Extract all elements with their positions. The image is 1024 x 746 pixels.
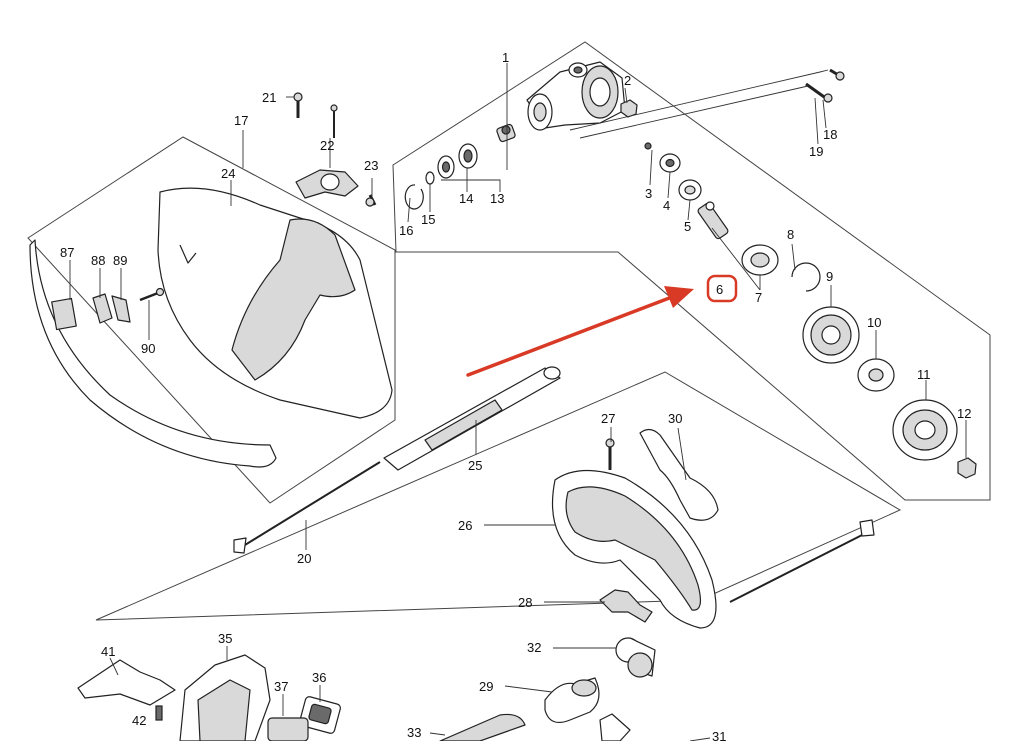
label-part-29: 29 — [479, 679, 493, 694]
label-part-22: 22 — [320, 138, 334, 153]
trigger-part-41 — [77, 659, 176, 706]
highlight-arrow-head — [664, 286, 694, 308]
label-part-23: 23 — [364, 158, 378, 173]
tube-part-29 — [544, 677, 600, 723]
tube-clip-part-32 — [615, 637, 656, 678]
trigger-housing-part-35 — [179, 654, 271, 742]
label-part-25: 25 — [468, 458, 482, 473]
circlip-part-16 — [404, 184, 424, 210]
spindle-part-6 — [697, 201, 729, 240]
collar-part-13 — [496, 123, 516, 143]
washers-part-3-4-5 — [644, 142, 702, 201]
blade-parts-88-89 — [92, 293, 131, 324]
label-part-35: 35 — [218, 631, 232, 646]
highlight-box-part-6 — [706, 274, 738, 303]
label-part-6: 6 — [716, 282, 723, 297]
label-part-18: 18 — [823, 127, 837, 142]
ring-part-15 — [425, 171, 435, 185]
label-part-14: 14 — [459, 191, 473, 206]
label-part-30: 30 — [668, 411, 682, 426]
highlight-arrow-shaft — [466, 295, 674, 377]
part-number-labels: 1 2 3 4 5 6 7 8 9 10 11 12 13 14 15 16 1… — [60, 50, 971, 744]
label-part-5: 5 — [684, 219, 691, 234]
bracket-part-31 — [599, 713, 631, 742]
label-part-20: 20 — [297, 551, 311, 566]
label-part-28: 28 — [518, 595, 532, 610]
label-part-41: 41 — [101, 644, 115, 659]
label-part-11: 11 — [917, 367, 931, 382]
label-part-31: 31 — [712, 729, 726, 741]
label-part-87: 87 — [60, 245, 74, 260]
label-part-36: 36 — [312, 670, 326, 685]
button-part-36 — [299, 696, 341, 734]
handle-bracket-part-30 — [639, 428, 719, 521]
clamp-part-22 — [295, 169, 359, 199]
cover-part-37 — [267, 717, 309, 742]
loop-handle-part-26 — [551, 469, 717, 629]
label-part-12: 12 — [957, 406, 971, 421]
drive-tube-part-25 — [383, 366, 561, 471]
label-part-10: 10 — [867, 315, 881, 330]
bolt-part-27 — [605, 438, 615, 470]
clamp-part-28 — [599, 589, 653, 623]
label-part-16: 16 — [399, 223, 413, 238]
label-part-15: 15 — [421, 212, 435, 227]
label-part-89: 89 — [113, 253, 127, 268]
nut-part-2 — [620, 99, 638, 118]
label-part-21: 21 — [262, 90, 276, 105]
label-part-3: 3 — [645, 186, 652, 201]
label-part-88: 88 — [91, 253, 105, 268]
label-part-19: 19 — [809, 144, 823, 159]
washer-part-10 — [857, 358, 895, 392]
head-assembly-outline — [392, 41, 991, 501]
line-cutter-blade-part-87 — [29, 239, 277, 468]
label-part-2: 2 — [624, 73, 631, 88]
label-part-33: 33 — [407, 725, 421, 740]
drive-disc-part-9 — [802, 306, 860, 364]
shaft-assembly-outline — [95, 371, 902, 621]
label-part-8: 8 — [787, 227, 794, 242]
grip-part-33 — [439, 713, 526, 742]
label-part-37: 37 — [274, 679, 288, 694]
label-part-27: 27 — [601, 411, 615, 426]
circlip-part-8 — [791, 262, 821, 292]
label-part-90: 90 — [141, 341, 155, 356]
nut-part-12 — [957, 457, 977, 479]
label-part-7: 7 — [755, 290, 762, 305]
label-part-26: 26 — [458, 518, 472, 533]
label-part-32: 32 — [527, 640, 541, 655]
drive-rod-part-20 — [233, 461, 875, 603]
label-part-9: 9 — [826, 269, 833, 284]
gear-head-part — [526, 61, 626, 131]
bolts-part-18-19 — [569, 68, 845, 139]
guard-part-24 — [157, 187, 393, 419]
leader-lines — [69, 63, 967, 742]
highlight-annotation — [466, 274, 738, 377]
label-part-17: 17 — [234, 113, 248, 128]
label-part-4: 4 — [663, 198, 670, 213]
label-part-13: 13 — [490, 191, 504, 206]
label-part-1: 1 — [502, 50, 509, 65]
bearings-part-14 — [437, 143, 478, 179]
label-part-42: 42 — [132, 713, 146, 728]
bearing-part-7 — [741, 244, 779, 276]
label-part-24: 24 — [221, 166, 235, 181]
cover-part-11 — [892, 399, 958, 461]
switch-part-42 — [155, 705, 163, 721]
screw-part-90 — [139, 287, 165, 302]
